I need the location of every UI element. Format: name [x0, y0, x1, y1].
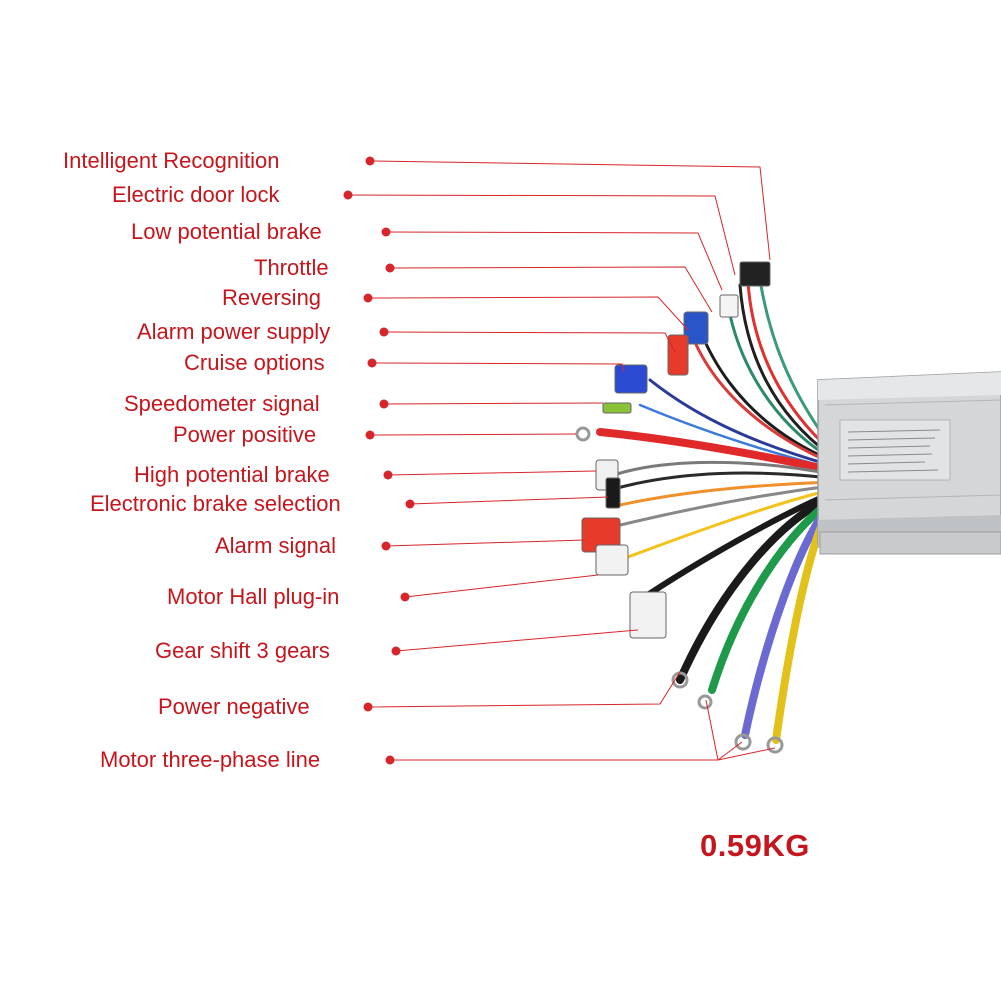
label-power-positive: Power positive — [173, 422, 317, 447]
leader-dot — [391, 646, 401, 656]
leader-dot — [365, 430, 375, 440]
leader-line — [369, 433, 577, 436]
label-reversing: Reversing — [222, 285, 322, 310]
label-electronic-brake-selection: Electronic brake selection — [90, 491, 341, 516]
leader-dot — [343, 190, 353, 200]
leader-dot — [379, 399, 389, 409]
leader-dot — [365, 156, 375, 166]
leader-dot — [363, 702, 373, 712]
label-motor-hall-plug-in: Motor Hall plug-in — [167, 584, 340, 609]
label-throttle: Throttle — [254, 255, 329, 280]
leader-line — [390, 699, 719, 761]
leader-line — [371, 362, 625, 373]
leader-dot — [381, 541, 391, 551]
leader-dot — [385, 755, 395, 765]
leader-dot — [383, 470, 393, 480]
label-alarm-power-supply: Alarm power supply — [137, 319, 331, 344]
leader-line — [385, 231, 723, 291]
leader-dot — [385, 263, 395, 273]
leader-dot — [379, 327, 389, 337]
leader-line — [383, 331, 676, 353]
label-power-negative: Power negative — [158, 694, 310, 719]
leader-line — [395, 629, 639, 652]
leader-line — [347, 194, 736, 276]
label-high-potential-brake: High potential brake — [134, 462, 330, 487]
leader-line — [404, 574, 599, 598]
label-electric-door-lock: Electric door lock — [112, 182, 280, 207]
weight-label: 0.59KG — [700, 828, 810, 863]
leader-dot — [381, 227, 391, 237]
leader-line — [369, 160, 771, 261]
label-motor-three-phase-line: Motor three-phase line — [100, 747, 321, 772]
leader-dot — [400, 592, 410, 602]
leader-line — [385, 539, 586, 547]
leader-dot — [367, 358, 377, 368]
leader-dot — [363, 293, 373, 303]
leader-line — [367, 671, 681, 708]
label-alarm-signal: Alarm signal — [215, 533, 337, 558]
leader-line — [717, 741, 743, 761]
label-intelligent-recognition: Intelligent Recognition — [63, 148, 280, 173]
leader-dot — [405, 499, 415, 509]
leader-line — [389, 266, 713, 313]
controller-housing — [817, 371, 1001, 555]
label-speedometer-signal: Speedometer signal — [124, 391, 320, 416]
leader-line — [717, 747, 776, 761]
leader-line — [367, 296, 689, 331]
label-cruise-options: Cruise options — [184, 350, 325, 375]
label-low-potential-brake: Low potential brake — [131, 219, 322, 244]
leader-line — [409, 496, 609, 505]
leader-line — [383, 402, 604, 405]
leader-line — [387, 470, 597, 476]
label-gear-shift-3-gears: Gear shift 3 gears — [155, 638, 330, 663]
